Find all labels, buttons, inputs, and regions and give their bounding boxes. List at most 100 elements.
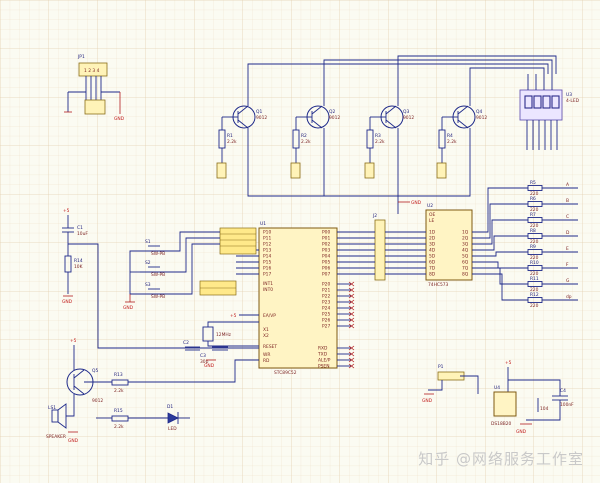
transistor-q4: Q4 9012 bbox=[442, 96, 487, 129]
u1-pin-p0: P07 bbox=[322, 272, 330, 278]
u1-pin-p1: P16 bbox=[263, 266, 271, 272]
latch-pin-q: 4Q bbox=[462, 248, 469, 254]
latch-part: 74HC573 bbox=[428, 282, 449, 288]
svg-text:DS18B20: DS18B20 bbox=[491, 421, 512, 427]
transistor-q1: Q1 9012 bbox=[222, 96, 267, 129]
svg-text:+5: +5 bbox=[70, 338, 77, 344]
segment-resistor-label: R6 bbox=[530, 196, 536, 202]
latch-pin-d: 3D bbox=[429, 242, 436, 248]
svg-text:RESET: RESET bbox=[263, 344, 277, 350]
segment-resistor-value: 220 bbox=[530, 255, 539, 261]
svg-text:2.2k: 2.2k bbox=[447, 139, 457, 145]
resistor-r1: R1 2.2k bbox=[216, 117, 237, 179]
resistor-r4: R4 2.2k bbox=[436, 117, 457, 179]
svg-text:LS1: LS1 bbox=[48, 405, 56, 411]
segment-resistor-value: 220 bbox=[530, 287, 539, 293]
u1-pin-p1: P10 bbox=[263, 230, 271, 236]
u1-pin-p2: P27 bbox=[322, 324, 330, 330]
svg-text:EA/VP: EA/VP bbox=[263, 313, 276, 319]
svg-text:C1: C1 bbox=[77, 225, 83, 231]
svg-text:9012: 9012 bbox=[329, 115, 340, 121]
latch-pin-d: 6D bbox=[429, 260, 436, 266]
svg-text:Q4: Q4 bbox=[476, 109, 482, 115]
svg-text:R3: R3 bbox=[375, 133, 381, 139]
svg-text:J2: J2 bbox=[372, 213, 377, 219]
u1-pin-p2: P24 bbox=[322, 306, 330, 312]
latch-pin-d: 4D bbox=[429, 248, 436, 254]
button-s2: S2 SW-PB bbox=[140, 260, 165, 278]
svg-text:Q3: Q3 bbox=[403, 109, 409, 115]
latch-u2: U2 74HC573 OE LE 1D2D3D4D5D6D7D8D1Q2Q3Q4… bbox=[425, 203, 473, 288]
svg-text:2.2k: 2.2k bbox=[227, 139, 237, 145]
svg-text:2.2k: 2.2k bbox=[375, 139, 385, 145]
svg-text:Q2: Q2 bbox=[329, 109, 335, 115]
u1-pin-p0: P04 bbox=[322, 254, 330, 260]
svg-text:SW-PB: SW-PB bbox=[151, 251, 165, 257]
svg-text:INT0: INT0 bbox=[263, 287, 273, 293]
svg-text:U2: U2 bbox=[427, 203, 433, 209]
svg-text:R14: R14 bbox=[74, 258, 83, 264]
transistor-q2: Q2 9012 bbox=[296, 96, 340, 129]
u1-pin-p0: P03 bbox=[322, 248, 330, 254]
transistor-q3: Q3 9012 bbox=[370, 96, 414, 129]
buzzer-driver-q5: +5 Q5 9012 R13 2.2k bbox=[66, 338, 259, 408]
svg-text:9012: 9012 bbox=[476, 115, 487, 121]
segment-resistor-value: 220 bbox=[530, 303, 539, 309]
u1-pin-p0: P06 bbox=[322, 266, 330, 272]
svg-text:S3: S3 bbox=[145, 282, 151, 288]
button-net-labels bbox=[199, 227, 257, 296]
button-s3: S3 SW-PB bbox=[140, 282, 165, 300]
p1-connector: P1 GND bbox=[422, 364, 479, 404]
u1-pin-p2: P22 bbox=[322, 294, 330, 300]
svg-text:R4: R4 bbox=[447, 133, 453, 139]
svg-text:U3: U3 bbox=[566, 92, 572, 98]
jp1-connector: JP1 1 2 3 4 GND bbox=[64, 54, 125, 122]
svg-text:U1: U1 bbox=[260, 221, 266, 227]
latch-pin-q: 5Q bbox=[462, 254, 469, 260]
segment-net-label: G bbox=[566, 278, 570, 284]
speaker-ls1: LS1 SPEAKER GND bbox=[46, 403, 79, 444]
svg-text:D1: D1 bbox=[167, 404, 173, 410]
svg-text:SW-PB: SW-PB bbox=[151, 294, 165, 300]
segment-net-label: B bbox=[566, 198, 569, 204]
segment-resistor-label: R9 bbox=[530, 244, 536, 250]
svg-text:+5: +5 bbox=[505, 360, 512, 366]
u1-pin-p2: P23 bbox=[322, 300, 330, 306]
svg-text:S1: S1 bbox=[145, 239, 151, 245]
svg-text:2.2k: 2.2k bbox=[301, 139, 311, 145]
segment-resistor-value: 220 bbox=[530, 271, 539, 277]
bus-gnd: GND bbox=[411, 200, 422, 206]
svg-text:2.2k: 2.2k bbox=[114, 388, 124, 394]
svg-text:WR: WR bbox=[263, 352, 270, 358]
u1-pin-p1: P12 bbox=[263, 242, 271, 248]
latch-pin-q: 2Q bbox=[462, 236, 469, 242]
u1-pin-p3: PSEN bbox=[318, 364, 330, 370]
svg-text:Q1: Q1 bbox=[256, 109, 262, 115]
latch-pin-q: 8Q bbox=[462, 272, 469, 278]
latch-pin-d: 7D bbox=[429, 266, 436, 272]
u1-pin-p3: RXD bbox=[318, 346, 328, 352]
jp1-label: JP1 bbox=[77, 54, 85, 60]
watermark: 知乎 @网络服务工作室 bbox=[418, 450, 584, 468]
u1-pin-p0: P00 bbox=[322, 230, 330, 236]
svg-text:100nF: 100nF bbox=[560, 402, 574, 408]
svg-text:S2: S2 bbox=[145, 260, 151, 266]
temp-sensor-u4: +5 U4 DS18B20 C4 100nF 104 GND bbox=[491, 360, 574, 435]
latch-pin-d: 8D bbox=[429, 272, 436, 278]
u1-pin-p0: P01 bbox=[322, 236, 330, 242]
svg-text:OE: OE bbox=[429, 212, 435, 218]
svg-text:GND: GND bbox=[123, 305, 134, 311]
u1-pin-p1: P13 bbox=[263, 248, 271, 254]
led-d1: R15 2.2k D1 LED bbox=[96, 404, 190, 432]
u1-pin-p2: P25 bbox=[322, 312, 330, 318]
svg-text:P1: P1 bbox=[438, 364, 444, 370]
svg-text:C4: C4 bbox=[560, 388, 566, 394]
segment-resistor-value: 220 bbox=[530, 223, 539, 229]
latch-pin-q: 7Q bbox=[462, 266, 469, 272]
svg-text:Q5: Q5 bbox=[92, 368, 98, 374]
latch-pin-q: 3Q bbox=[462, 242, 469, 248]
u1-pin-p0: P05 bbox=[322, 260, 330, 266]
latch-pin-d: 1D bbox=[429, 230, 436, 236]
